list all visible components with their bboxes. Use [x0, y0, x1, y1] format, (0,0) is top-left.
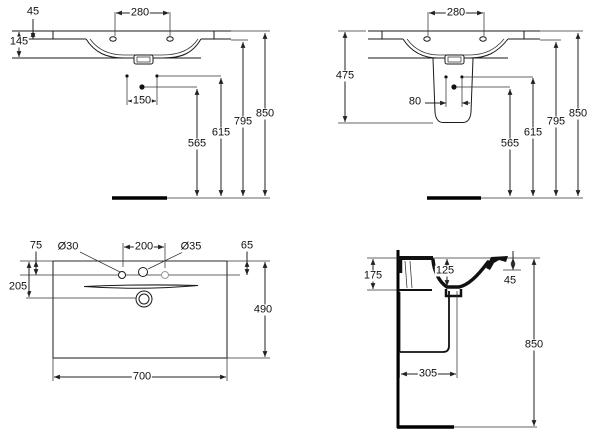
fixing-dots-a [125, 74, 159, 90]
dim-label-75: 75 [28, 239, 44, 252]
fixing-hole [444, 75, 448, 79]
dim-label-850-d: 850 [523, 338, 545, 351]
dim-label-305: 305 [417, 367, 439, 380]
drain-point [139, 84, 145, 90]
overflow-slot [83, 284, 199, 289]
dim-label-145: 145 [8, 35, 30, 48]
tap-hole-left [423, 36, 431, 42]
dim-label-45-a: 45 [25, 5, 41, 18]
section-view [367, 250, 540, 429]
fixing-dots-b [444, 75, 464, 90]
dim-label-850-a: 850 [254, 107, 276, 120]
dim-label-150: 150 [131, 94, 153, 107]
dim-label-280-b: 280 [445, 6, 467, 19]
semi-pedestal-outline [432, 58, 474, 123]
dim-label-205: 205 [7, 280, 29, 293]
dim-label-565-b: 565 [499, 137, 521, 150]
dim-label-dia30: Ø30 [56, 240, 80, 253]
tap-hole-35 [138, 267, 148, 277]
basin-outline-plan [20, 260, 270, 359]
dim-label-700: 700 [131, 370, 153, 383]
dimensions-b [338, 10, 583, 197]
dim-label-490: 490 [252, 303, 274, 316]
dim-label-65: 65 [239, 239, 255, 252]
tap-hole-right [166, 36, 174, 42]
dim-label-795-b: 795 [545, 115, 567, 128]
basin-outline-front-b [368, 30, 540, 123]
drain-hole-inner [138, 293, 150, 305]
front-lip [486, 256, 508, 270]
drain-hole-outer [135, 290, 153, 308]
fixing-hole [460, 75, 464, 79]
tap-hole-left [109, 36, 117, 42]
plan-view [20, 243, 270, 381]
basin-outline-front-a [12, 30, 231, 65]
dim-label-200: 200 [133, 240, 155, 253]
drain-point [451, 84, 457, 90]
front-view-semi-pedestal [338, 10, 583, 200]
dim-label-615-a: 615 [210, 126, 232, 139]
dim-label-175: 175 [362, 269, 384, 282]
dim-label-80: 80 [407, 95, 423, 108]
tap-hole-right [479, 36, 487, 42]
tap-hole-optional [161, 271, 169, 279]
dim-label-615-b: 615 [522, 126, 544, 139]
dimensions-c [26, 243, 270, 381]
dim-label-280-a: 280 [129, 6, 151, 19]
dim-label-475: 475 [334, 69, 356, 82]
dim-label-dia35: Ø35 [179, 240, 203, 253]
dim-label-850-b: 850 [567, 107, 589, 120]
semi-pedestal-section [398, 291, 450, 353]
dim-label-795-a: 795 [232, 115, 254, 128]
fixing-hole [155, 74, 159, 78]
tap-hole-30 [118, 271, 126, 279]
dim-label-45-d: 45 [502, 274, 518, 287]
dim-label-125: 125 [434, 264, 456, 277]
dim-label-565-a: 565 [186, 137, 208, 150]
fixing-hole [125, 74, 129, 78]
